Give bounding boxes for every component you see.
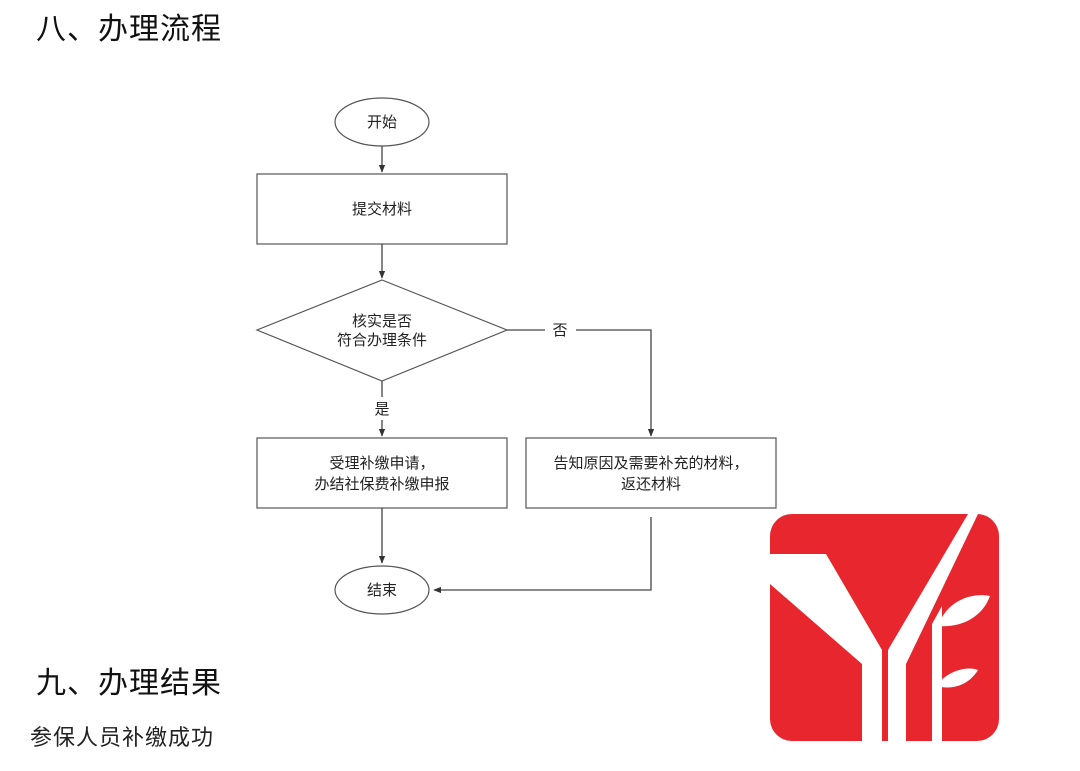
no-label: 否	[552, 321, 567, 339]
logo-leaf-lower	[936, 668, 978, 688]
accept-label-line2: 办结社保费补缴申报	[314, 475, 449, 493]
logo-background	[770, 514, 999, 741]
logo-stem	[932, 606, 942, 741]
submit-label: 提交材料	[352, 200, 412, 218]
process-heading: 八、办理流程	[36, 12, 222, 47]
arrow-reject-to-end	[433, 517, 652, 594]
logo-right-branch	[888, 514, 978, 741]
submit-node: 提交材料	[256, 173, 508, 245]
logo-leaf-upper	[938, 595, 990, 627]
end-node: 结束	[334, 565, 430, 615]
decision-label-line2: 符合办理条件	[337, 331, 427, 349]
tree-y-logo-icon	[770, 514, 999, 741]
start-label: 开始	[367, 113, 397, 131]
accept-node: 受理补缴申请， 办结社保费补缴申报	[256, 437, 508, 509]
accept-label-line1: 受理补缴申请，	[329, 454, 434, 472]
reject-label-line1: 告知原因及需要补充的材料，	[553, 454, 748, 472]
decision-label-line1: 核实是否	[352, 312, 412, 330]
result-text: 参保人员补缴成功	[30, 726, 215, 751]
no-branch-line-b	[576, 329, 655, 437]
end-label: 结束	[367, 581, 397, 599]
result-heading: 九、办理结果	[36, 666, 222, 701]
logo-left-branch	[770, 554, 882, 741]
reject-node: 告知原因及需要补充的材料， 返还材料	[525, 437, 777, 509]
yes-label: 是	[374, 400, 389, 418]
reject-label-line2: 返还材料	[621, 475, 681, 493]
decision-node: 核实是否 符合办理条件	[255, 279, 509, 382]
start-node: 开始	[334, 97, 430, 147]
